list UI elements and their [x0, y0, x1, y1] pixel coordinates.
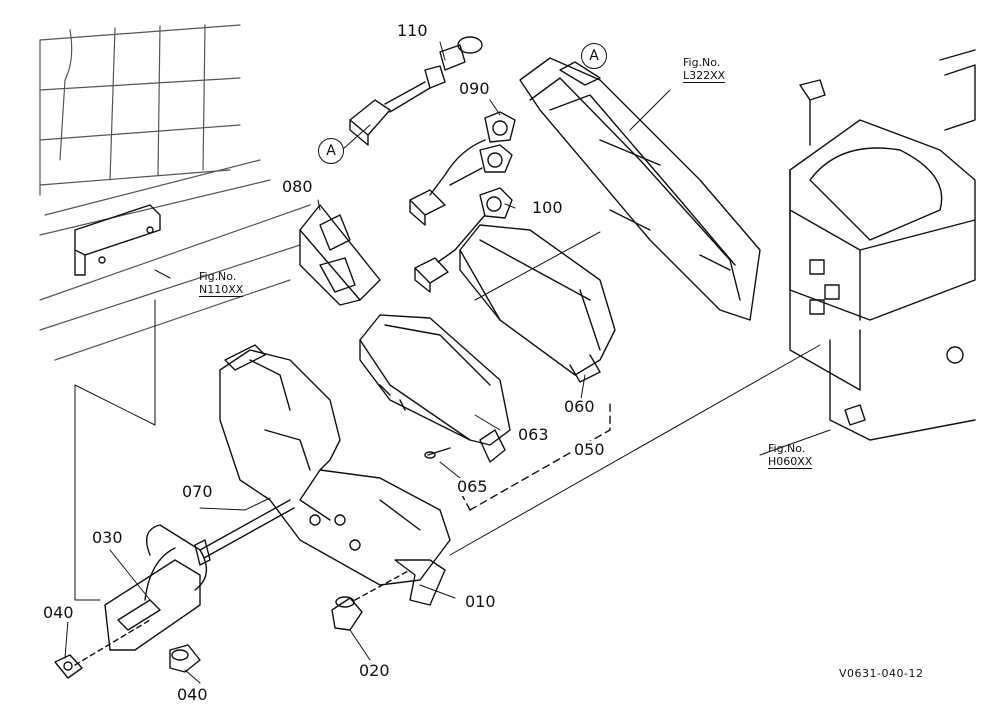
reference-marker-a-left: A	[318, 138, 344, 164]
panel-housing-l322	[519, 57, 761, 321]
group-050-boundary-2	[461, 494, 471, 511]
grille-background	[39, 24, 311, 361]
part-063-housing	[359, 314, 511, 463]
part-label-060: 060	[563, 397, 596, 416]
figure-ref-h060: Fig.No. H060XX	[768, 442, 813, 469]
part-110-harness	[349, 36, 483, 146]
part-label-100: 100	[531, 198, 564, 217]
part-label-020: 020	[358, 661, 391, 680]
part-020-bolt	[331, 569, 411, 631]
figure-ref-h060-label: Fig.No.	[768, 442, 806, 455]
part-label-110: 110	[396, 21, 429, 40]
part-label-030: 030	[91, 528, 124, 547]
part-label-065: 065	[456, 477, 489, 496]
group-050-boundary	[469, 399, 611, 511]
part-065-screw	[424, 447, 451, 459]
part-label-040-left: 040	[42, 603, 75, 622]
part-label-090: 090	[458, 79, 491, 98]
part-060-meter	[459, 224, 616, 383]
figure-ref-n110: Fig.No. N110XX	[199, 270, 244, 297]
part-090-100-sockets	[409, 111, 516, 293]
figure-ref-l322: Fig.No. L322XX	[683, 56, 726, 83]
figure-ref-l322-number: L322XX	[683, 69, 726, 83]
figure-ref-n110-label: Fig.No.	[199, 270, 237, 283]
part-label-050: 050	[573, 440, 606, 459]
leader-frame-030	[74, 299, 156, 601]
bracket-n110	[74, 204, 161, 276]
figure-ref-h060-number: H060XX	[768, 455, 813, 469]
figure-ref-n110-number: N110XX	[199, 283, 244, 297]
reference-marker-a-top: A	[581, 43, 607, 69]
part-070-bolt	[194, 499, 295, 566]
part-label-080: 080	[281, 177, 314, 196]
frame-h060	[789, 49, 976, 441]
part-010-bracket	[219, 344, 451, 606]
figure-ref-l322-label: Fig.No.	[683, 56, 721, 69]
part-label-063: 063	[517, 425, 550, 444]
part-080-switch	[299, 204, 381, 306]
part-label-010: 010	[464, 592, 497, 611]
part-label-040-bottom: 040	[176, 685, 209, 704]
leader-lines	[64, 41, 831, 684]
part-label-070: 070	[181, 482, 214, 501]
diagram-code: V0631-040-12	[839, 667, 924, 680]
part-030-clamp	[104, 524, 208, 651]
